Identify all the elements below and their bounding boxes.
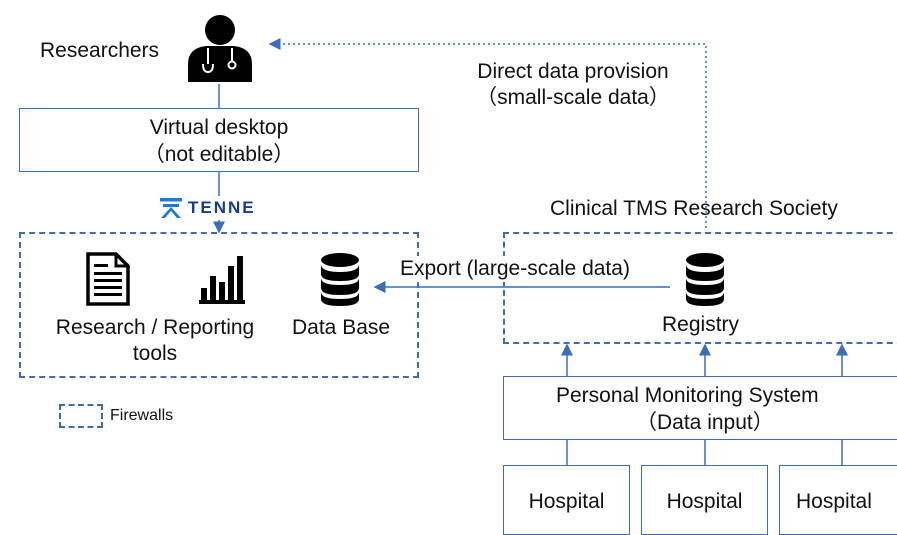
direct-provision-line2: （small-scale data） [476, 86, 670, 109]
hospital-label-2: Hospital [666, 490, 743, 513]
hospital-box-3: Hospital [779, 465, 897, 535]
registry-label: Registry [662, 313, 740, 336]
database-icon [319, 252, 361, 311]
direct-provision-label: Direct data provision （small-scale data） [448, 59, 698, 111]
hospital-box-1: Hospital [503, 465, 630, 535]
virtual-desktop-box: Virtual desktop （not editable） [19, 108, 419, 172]
researchers-label: Researchers [40, 39, 160, 62]
registry-database-icon [684, 252, 726, 311]
pms-box: Personal Monitoring System （Data input） [503, 376, 897, 440]
pms-line2: （Data input） [636, 411, 774, 434]
pms-line1: Personal Monitoring System [556, 384, 819, 407]
virtual-desktop-line2: （not editable） [143, 143, 295, 166]
legend-firewall-swatch [59, 404, 103, 428]
firewall-left [19, 232, 419, 378]
firewall-right [503, 232, 897, 344]
tenne-logo-text: TENNE [188, 198, 256, 217]
hospital-label-1: Hospital [528, 490, 605, 513]
direct-provision-line1: Direct data provision [477, 60, 669, 83]
tenne-logo-icon [160, 198, 182, 218]
hospital-label-3: Hospital [796, 490, 872, 513]
research-tools-line2: tools [132, 342, 178, 365]
research-tools-line1: Research / Reporting [55, 316, 255, 339]
virtual-desktop-line1: Virtual desktop [149, 116, 289, 139]
tenne-logo: TENNE [160, 196, 256, 220]
line-direct-provision [268, 38, 707, 228]
document-icon [86, 252, 130, 311]
doctor-icon [186, 12, 254, 82]
society-label: Clinical TMS Research Society [550, 197, 838, 220]
research-tools-label: Research / Reporting tools [40, 315, 270, 367]
legend-firewalls-label: Firewalls [110, 407, 174, 424]
database-label: Data Base [292, 316, 391, 339]
export-label: Export (large-scale data) [400, 256, 630, 282]
bar-chart-icon [197, 252, 249, 311]
hospital-box-2: Hospital [641, 465, 768, 535]
